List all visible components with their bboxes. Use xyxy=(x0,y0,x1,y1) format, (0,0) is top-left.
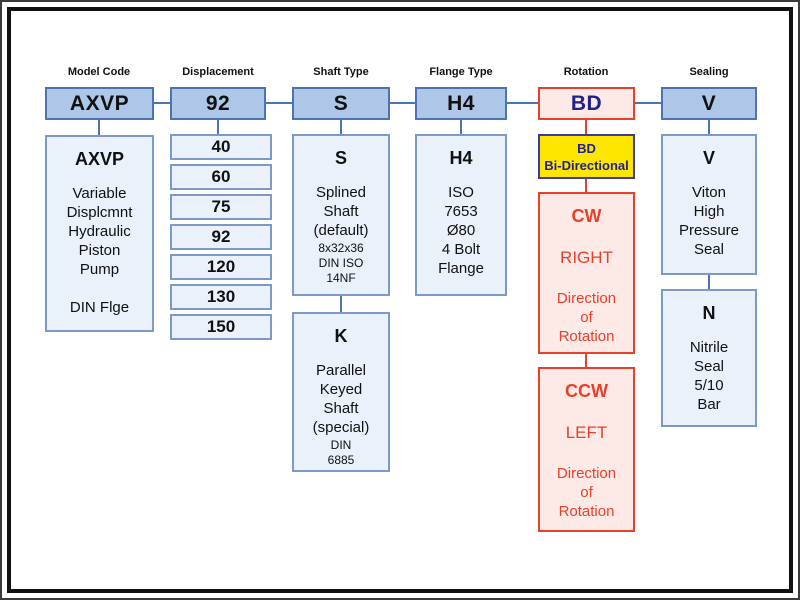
shaft-k-body: Parallel Keyed Shaft (special) xyxy=(312,362,370,436)
connector-rotation-sealing xyxy=(635,102,661,104)
flange-h4-heading: H4 xyxy=(449,148,473,168)
column-header-displacement: Displacement xyxy=(182,66,254,78)
rotation-cw-direction: RIGHT xyxy=(560,248,613,267)
connector-cw-ccw xyxy=(585,354,587,367)
sealing-v-detail-box: V Viton High Pressure Seal xyxy=(661,134,757,275)
shaft-s-heading: S xyxy=(334,148,347,168)
connector-modelcode-detail xyxy=(98,120,100,135)
code-box-shaft-type: S xyxy=(292,87,390,120)
displacement-option-75: 75 xyxy=(170,194,272,220)
code-box-model-code: AXVP xyxy=(45,87,154,120)
code-box-sealing: V xyxy=(661,87,757,120)
connector-sealing-v-n xyxy=(708,275,710,289)
column-header-rotation: Rotation xyxy=(563,66,609,78)
sealing-n-body: Nitrile Seal 5/10 Bar xyxy=(689,339,729,413)
connector-displacement-shaft xyxy=(266,102,292,104)
rotation-ccw-detail-box: CCW LEFT Direction of Rotation xyxy=(538,367,635,532)
rotation-ccw-heading: CCW xyxy=(565,381,608,401)
flange-h4-body: ISO 7653 Ø80 4 Bolt Flange xyxy=(438,184,484,277)
connector-modelcode-displacement xyxy=(154,102,170,104)
rotation-cw-heading: CW xyxy=(571,206,602,226)
connector-flange-detail xyxy=(460,120,462,134)
flange-type-detail-box: H4 ISO 7653 Ø80 4 Bolt Flange xyxy=(415,134,507,296)
rotation-cw-detail-box: CW RIGHT Direction of Rotation xyxy=(538,192,635,354)
rotation-ccw-body: Direction of Rotation xyxy=(556,465,617,520)
shaft-type-s-detail-box: S Splined Shaft (default) 8x32x36 DIN IS… xyxy=(292,134,390,296)
displacement-option-92: 92 xyxy=(170,224,272,250)
connector-flange-rotation xyxy=(507,102,538,104)
shaft-type-k-detail-box: K Parallel Keyed Shaft (special) DIN 688… xyxy=(292,312,390,472)
badge-code: BD xyxy=(577,141,596,156)
model-code-detail-heading: AXVP xyxy=(74,149,125,169)
code-box-flange-type: H4 xyxy=(415,87,507,120)
displacement-option-120: 120 xyxy=(170,254,272,280)
connector-badge-cw xyxy=(585,179,587,192)
connector-rotation-badge xyxy=(585,120,587,134)
shaft-k-spec: DIN 6885 xyxy=(327,438,355,467)
displacement-option-40: 40 xyxy=(170,134,272,160)
sealing-n-heading: N xyxy=(702,303,716,323)
sealing-v-heading: V xyxy=(702,148,715,168)
badge-label: Bi-Directional xyxy=(544,158,629,173)
connector-sealing-detail xyxy=(708,120,710,134)
sealing-v-body: Viton High Pressure Seal xyxy=(678,184,740,258)
sealing-n-detail-box: N Nitrile Seal 5/10 Bar xyxy=(661,289,757,427)
code-box-rotation: BD xyxy=(538,87,635,120)
connector-shaft-detail xyxy=(340,120,342,134)
rotation-cw-body: Direction of Rotation xyxy=(556,290,617,345)
column-header-shaft-type: Shaft Type xyxy=(313,66,369,78)
code-box-displacement: 92 xyxy=(170,87,266,120)
model-code-detail-body: Variable Displcmnt Hydraulic Piston Pump xyxy=(66,185,133,278)
rotation-ccw-direction: LEFT xyxy=(565,423,608,442)
connector-displacement-options xyxy=(217,120,219,134)
displacement-option-60: 60 xyxy=(170,164,272,190)
bi-directional-badge: BD Bi-Directional xyxy=(538,134,635,179)
displacement-option-150: 150 xyxy=(170,314,272,340)
shaft-k-heading: K xyxy=(334,326,348,346)
column-header-flange-type: Flange Type xyxy=(429,66,493,78)
shaft-s-body: Splined Shaft (default) xyxy=(313,184,369,239)
displacement-option-130: 130 xyxy=(170,284,272,310)
model-code-detail-footer: DIN Flge xyxy=(69,299,130,316)
model-code-detail-box: AXVP Variable Displcmnt Hydraulic Piston… xyxy=(45,135,154,332)
shaft-s-spec: 8x32x36 DIN ISO 14NF xyxy=(318,241,364,285)
connector-shaft-flange xyxy=(390,102,415,104)
column-header-model-code: Model Code xyxy=(67,66,131,78)
column-header-sealing: Sealing xyxy=(689,66,729,78)
connector-shaft-s-k xyxy=(340,296,342,312)
